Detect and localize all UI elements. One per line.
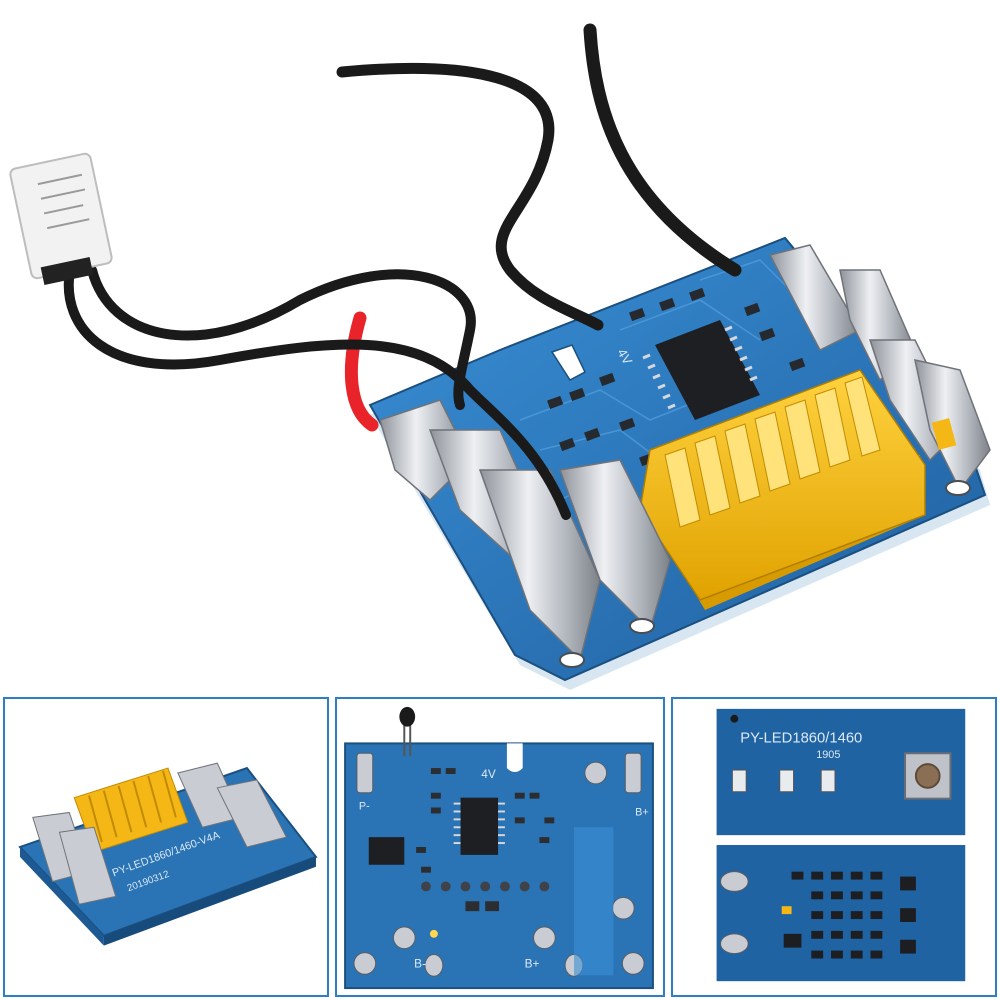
thermistor-icon <box>9 152 113 286</box>
date-code: 1905 <box>816 749 840 761</box>
yellow-connector-icon <box>73 767 189 853</box>
wires <box>63 23 742 520</box>
b-plus-label: B+ <box>635 806 649 818</box>
battery-terminal-icon <box>353 752 645 977</box>
smd-components <box>547 287 806 487</box>
tactile-button-icon <box>904 752 952 800</box>
battery-terminal-icon <box>768 244 991 496</box>
led-components <box>731 769 836 793</box>
yellow-connector-icon <box>639 369 926 610</box>
battery-terminal-icon <box>720 871 749 955</box>
ic-chip-icon <box>368 797 505 865</box>
smd-components <box>416 768 555 912</box>
smd-components <box>783 871 916 959</box>
thumbnail-angled-view[interactable]: PY-LED1860/1460-V4A 20190312 <box>3 697 329 997</box>
b-minus-label: B- <box>414 956 426 970</box>
marking-4v: 4V <box>481 767 496 781</box>
b-plus-bottom-label: B+ <box>525 956 540 970</box>
marking-4v: 4V <box>614 346 635 368</box>
thermistor-icon <box>399 706 416 757</box>
main-product-photo: 4V <box>9 23 991 690</box>
battery-terminal-icon <box>32 762 288 905</box>
header-holes <box>421 881 550 892</box>
thumbnail-top-view[interactable]: 4V B+ B- B+ P- <box>335 697 665 997</box>
p-minus-label: P- <box>359 801 370 813</box>
ic-chip-icon <box>642 320 760 420</box>
model-text: PY-LED1860/1460 <box>740 730 862 746</box>
thumbnail-closeup[interactable]: PY-LED1860/1460 1905 <box>671 697 997 997</box>
